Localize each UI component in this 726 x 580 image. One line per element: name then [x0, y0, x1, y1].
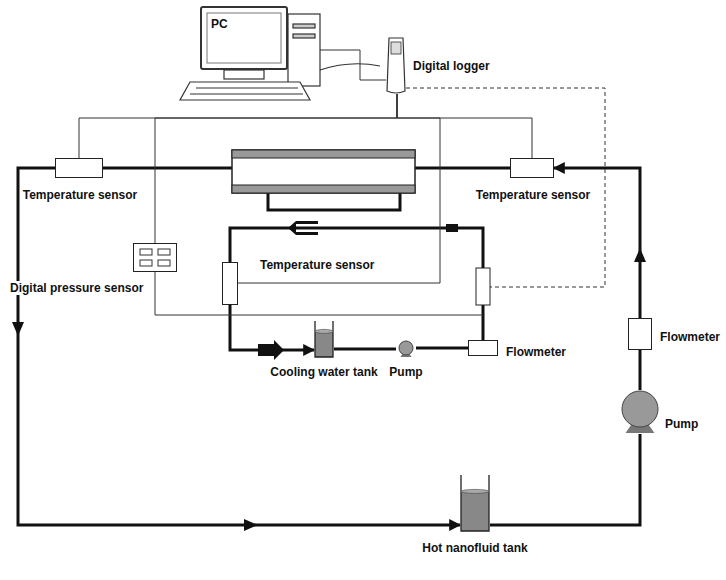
label-holder: Hot nanofluid tank: [421, 538, 528, 556]
nanofluid-tank: Hot nanofluid tank: [460, 474, 490, 532]
label-holder: Digital logger: [412, 56, 491, 74]
computer-monitor-outline: [207, 13, 281, 63]
heat-exchanger: [232, 150, 415, 193]
part-label: Flowmeter: [659, 330, 721, 344]
pipe-connector: [416, 347, 468, 350]
pressure-sensor-outline: [140, 260, 152, 266]
pump-symbol-outline: [399, 341, 413, 355]
nanofluid-tank-outline: [461, 475, 489, 531]
temperature-sensor: Temperature sensor: [510, 158, 554, 178]
sensor-symbol: [476, 268, 490, 305]
pressure-sensor: Digital pressure sensor: [133, 243, 177, 272]
water-tank-outline: [315, 329, 333, 333]
data-logger: Digital logger: [386, 36, 406, 94]
pipe-connector: [230, 305, 314, 350]
part-label: Temperature sensor: [475, 188, 592, 202]
computer-illustration: [293, 34, 315, 38]
computer-monitor: PC: [200, 6, 288, 70]
pressure-sensor-outline: [134, 244, 178, 273]
pipe-line: [268, 193, 400, 210]
part-label: Cooling water tank: [269, 365, 378, 379]
label-holder: PC: [210, 14, 229, 32]
pressure-sensor-outline: [158, 260, 170, 266]
flow-arrow: [244, 519, 258, 531]
part-label: Pump: [664, 417, 699, 431]
pressure-sensor-outline: [158, 249, 170, 255]
pipe-connector: [18, 168, 460, 525]
water-tank-outline: [314, 320, 334, 358]
flowmeter-box: Flowmeter: [628, 318, 652, 350]
label-holder: Digital pressure sensor: [9, 278, 144, 296]
water-tank-outline: [315, 331, 333, 357]
flow-arrow: [12, 221, 646, 531]
part-label: Digital pressure sensor: [9, 281, 144, 295]
computer-illustration: [190, 88, 303, 94]
label-holder: Flowmeter: [505, 342, 567, 360]
screen-label: PC: [210, 17, 229, 31]
flowmeter-box: Flowmeter: [468, 340, 498, 356]
data-logger-outline: [391, 42, 401, 54]
computer-illustration: [288, 14, 320, 86]
nanofluid-tank-outline: [461, 489, 489, 493]
nanofluid-tank-outline: [461, 491, 489, 531]
pipe-connector: [334, 348, 396, 351]
pipe-line: [103, 168, 510, 340]
flow-arrow: [258, 340, 284, 360]
label-holder: Pump: [664, 414, 699, 432]
signal-wire: [397, 94, 532, 158]
water-tank: Cooling water tank: [314, 320, 334, 358]
flow-arrow: [446, 224, 458, 232]
pipe-connector: [490, 434, 640, 525]
data-logger-outline: [387, 38, 405, 93]
part-label: Hot nanofluid tank: [421, 541, 528, 555]
nanofluid-tank-outline: [460, 474, 490, 532]
part-label: Digital logger: [412, 59, 491, 73]
computer-illustration: [293, 24, 315, 28]
computer-illustration: [320, 64, 380, 70]
signal-wire: [155, 88, 605, 315]
label-holder: Cooling water tank: [269, 362, 378, 380]
part-label: Temperature sensor: [259, 258, 376, 272]
temperature-sensor: Temperature sensor: [55, 158, 103, 178]
computer-illustration: [180, 82, 310, 100]
pump-symbol-outline: [620, 390, 660, 434]
computer-illustration: [224, 70, 264, 79]
signal-wire: [79, 94, 397, 158]
pressure-sensor-outline: [140, 249, 152, 255]
label-holder: Temperature sensor: [22, 185, 139, 203]
flow-arrow: [634, 248, 646, 262]
flow-arrow: [288, 221, 318, 235]
label-holder: Flowmeter: [659, 327, 721, 345]
sensor-symbol: [476, 268, 490, 305]
label-holder: Pump: [388, 362, 423, 380]
data-logger-outline: [386, 36, 406, 94]
part-label: Pump: [388, 365, 423, 379]
heat-exchanger: [232, 185, 415, 193]
pipe-connector: [639, 350, 642, 390]
heat-exchanger: [232, 150, 415, 193]
pump-symbol: Pump: [396, 340, 416, 358]
temperature-sensor: Temperature sensor: [222, 262, 238, 305]
heat-exchanger: [232, 150, 415, 158]
pump-symbol: Pump: [620, 390, 660, 434]
label-holder: Temperature sensor: [259, 255, 376, 273]
flow-arrow: [12, 322, 24, 336]
signal-wire: [155, 272, 483, 315]
pump-symbol-outline: [622, 391, 658, 427]
part-label: Temperature sensor: [22, 188, 139, 202]
part-label: Flowmeter: [505, 345, 567, 359]
pipe-line: [230, 228, 483, 340]
signal-wire: [406, 88, 605, 287]
water-tank-outline: [315, 321, 333, 357]
pump-symbol-outline: [396, 340, 416, 358]
label-holder: Temperature sensor: [475, 185, 592, 203]
